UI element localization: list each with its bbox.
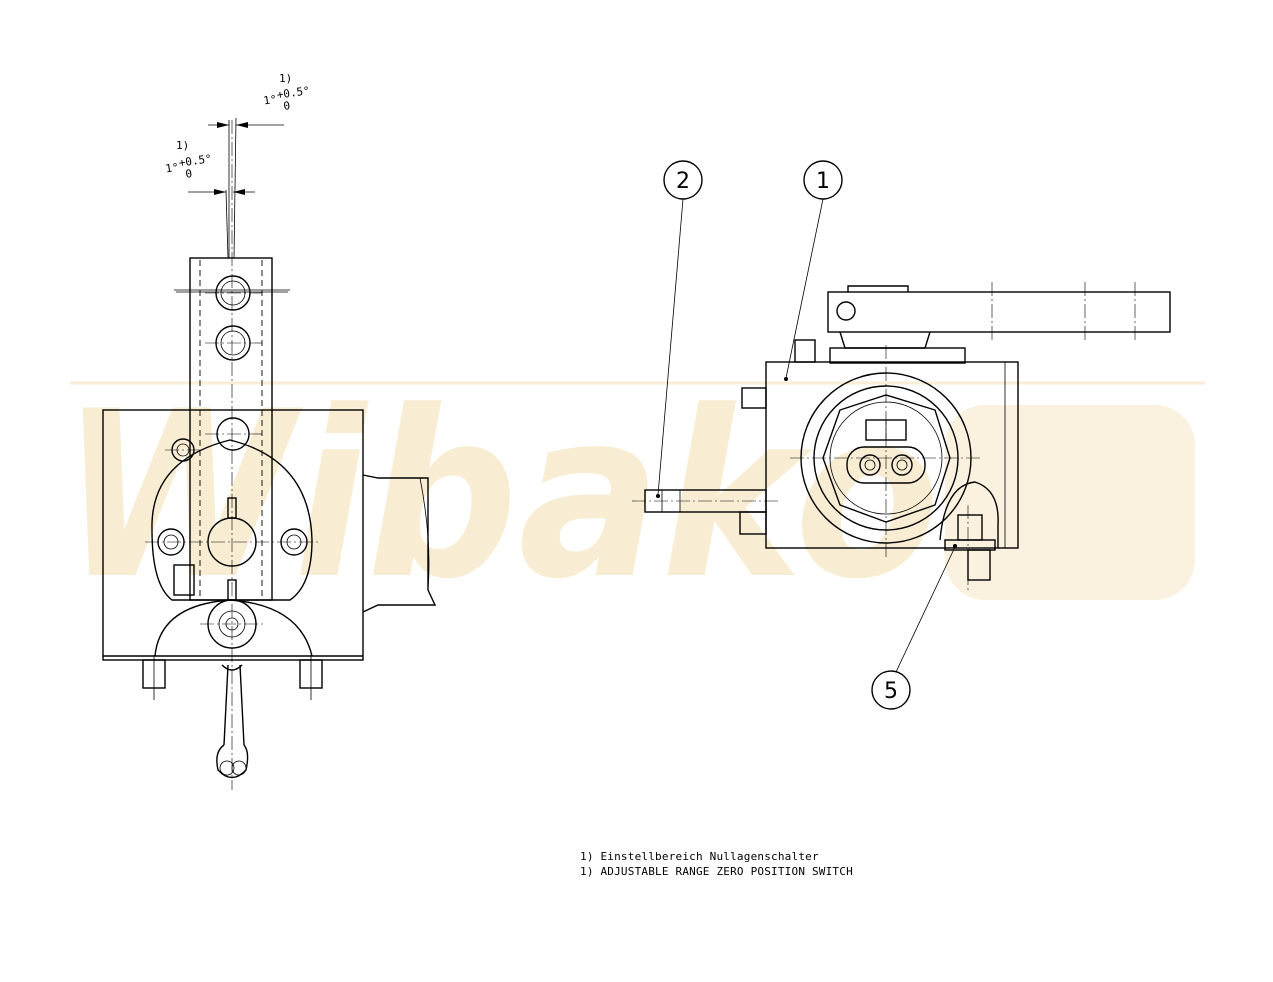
dimension-ref: 1) xyxy=(176,139,189,152)
dimension-tol-lower: 0 xyxy=(283,99,291,113)
balloon-label: 2 xyxy=(676,169,690,194)
notes: 1) Einstellbereich Nullagenschalter 1) A… xyxy=(580,850,853,878)
watermark-text: Wibako xyxy=(60,363,940,630)
watermark-badge xyxy=(945,405,1195,600)
watermark: Wibako xyxy=(60,363,1205,630)
side-view xyxy=(632,282,1171,590)
note-de: 1) Einstellbereich Nullagenschalter xyxy=(580,850,819,863)
balloon-label: 1 xyxy=(816,169,830,194)
note-en: 1) ADJUSTABLE RANGE ZERO POSITION SWITCH xyxy=(580,865,853,878)
dimension-tol-upper: +0.5° xyxy=(178,152,213,169)
dimension-value: 1° xyxy=(263,93,278,108)
balloon-label: 5 xyxy=(884,679,898,704)
dimension-tol-lower: 0 xyxy=(185,167,193,181)
housing-body xyxy=(102,409,364,661)
dimension-lower: 1) 1° +0.5° 0 xyxy=(165,139,213,181)
dimension-ref: 1) xyxy=(279,72,292,85)
balloon-5: 5 xyxy=(871,544,957,710)
top-arm xyxy=(827,291,1171,333)
dimension-tol-upper: +0.5° xyxy=(276,84,311,101)
dimension-upper: 1) 1° +0.5° 0 xyxy=(263,72,311,113)
dimension-value: 1° xyxy=(165,161,180,176)
lever-knob xyxy=(216,744,249,779)
balloon-1: 1 xyxy=(784,160,843,381)
front-view xyxy=(102,117,437,790)
balloon-2: 2 xyxy=(656,160,703,498)
fitting xyxy=(939,481,999,548)
